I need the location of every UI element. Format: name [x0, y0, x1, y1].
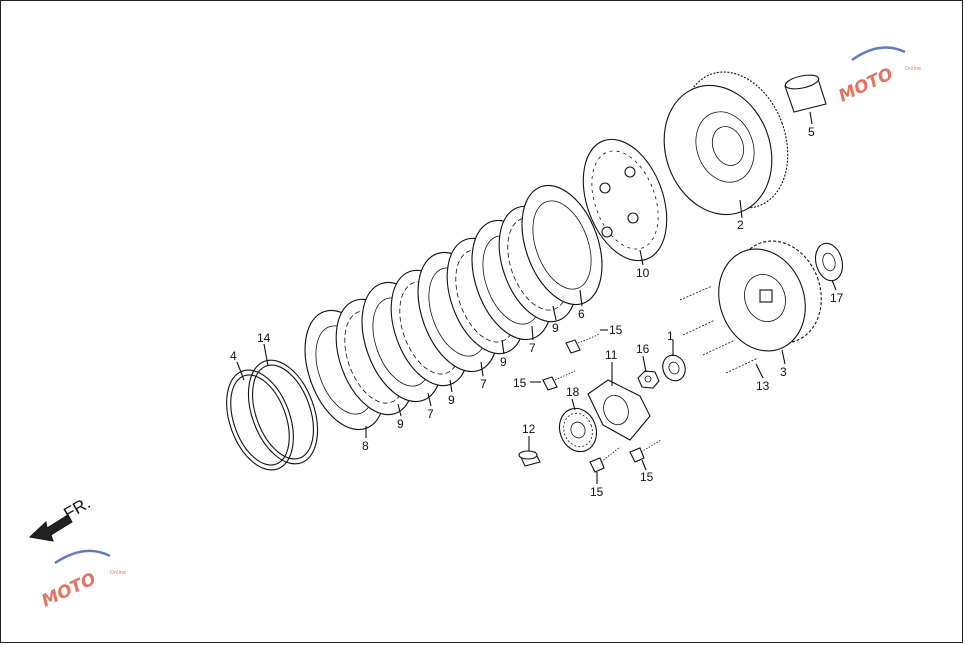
bolt-15d: [629, 439, 662, 463]
watermark-top-right: MOTO Online: [836, 46, 921, 107]
callout-4: 4: [230, 349, 237, 363]
callout-9c: 9: [500, 355, 507, 369]
callout-6: 6: [578, 307, 585, 321]
callout-9b: 9: [448, 393, 455, 407]
bolt-15a: [565, 333, 601, 354]
callout-15b: 15: [513, 376, 527, 390]
callout-16: 16: [636, 342, 650, 356]
front-direction-indicator: FR.: [28, 493, 94, 542]
lock-nut-16: [637, 370, 660, 389]
callout-14: 14: [257, 331, 271, 345]
plate-10: [582, 138, 668, 262]
watermark-logo-text-2: MOTO: [39, 569, 99, 611]
callout-17: 17: [830, 291, 844, 305]
callout-3: 3: [780, 365, 787, 379]
callout-8: 8: [362, 439, 369, 453]
callout-1: 1: [667, 329, 674, 343]
callout-9a: 9: [397, 417, 404, 431]
watermark-logo-text: MOTO: [836, 64, 896, 106]
callout-18: 18: [566, 385, 580, 399]
front-arrow-icon: [28, 514, 73, 542]
callout-7a: 7: [427, 407, 434, 421]
callout-2: 2: [737, 218, 744, 232]
callout-13: 13: [756, 379, 770, 393]
clutch-outer-2: [663, 71, 789, 216]
watermark-tagline: Online: [905, 66, 921, 72]
lock-washer-17: [814, 242, 844, 282]
callout-10: 10: [636, 266, 650, 280]
part-ring-4: [226, 369, 294, 471]
callouts: 1 2 3 4 5 6 7 7 7 8 9 9 9 9 10 11 12 13 …: [230, 125, 844, 499]
callout-15d: 15: [640, 470, 654, 484]
callout-12: 12: [522, 422, 536, 436]
callout-15c: 15: [590, 485, 604, 499]
part-ring-14: [247, 359, 319, 465]
watermark-tagline-2: Online: [110, 570, 126, 576]
bushing-5: [784, 74, 827, 113]
callout-9d: 9: [552, 321, 559, 335]
bolt-15b: [542, 370, 576, 391]
washer-1: [662, 354, 686, 382]
bolt-15c: [589, 446, 621, 473]
callout-7c: 7: [529, 341, 536, 355]
lifter-piece-12: [518, 450, 541, 467]
callout-5: 5: [808, 125, 815, 139]
watermark-bottom-left: MOTO Online: [39, 549, 126, 612]
callout-11: 11: [605, 348, 618, 362]
callout-15a: 15: [609, 323, 623, 337]
clutch-center-3: [718, 240, 822, 352]
pressure-plate-11: [587, 379, 651, 441]
leader-lines: [236, 111, 837, 484]
friction-disc-6: [521, 184, 603, 306]
callout-7b: 7: [480, 377, 487, 391]
bearing-18: [558, 407, 598, 453]
springs-13: [679, 285, 759, 374]
